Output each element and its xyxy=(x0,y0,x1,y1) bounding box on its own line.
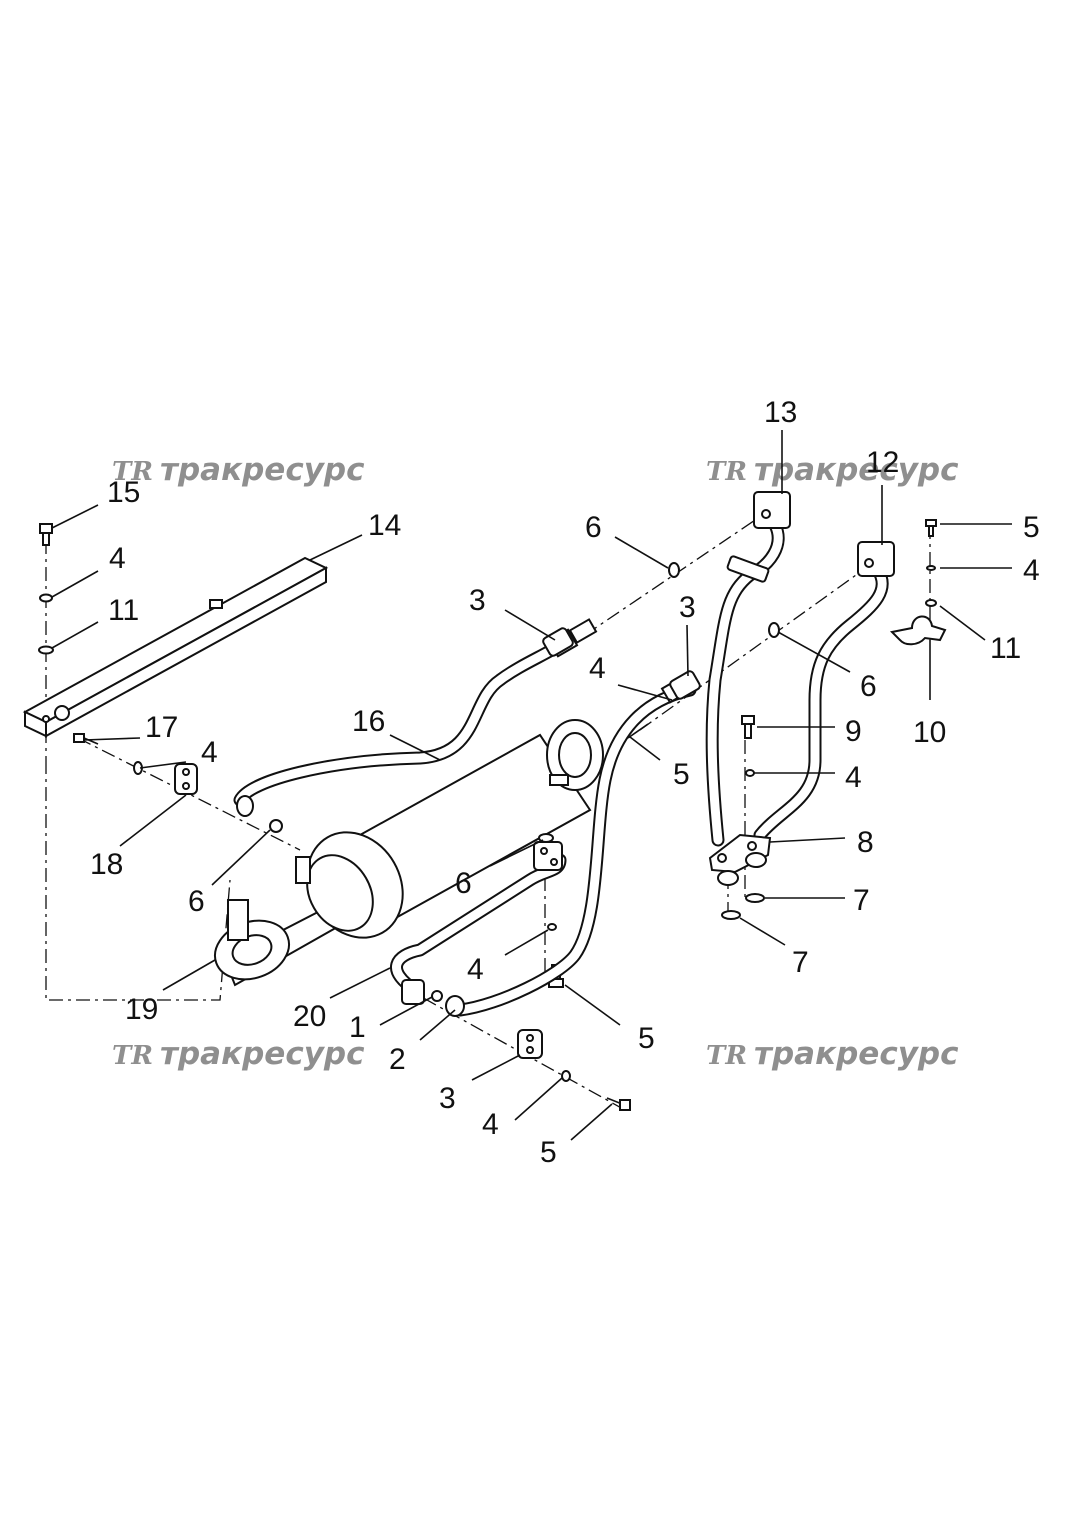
watermark: TR тракресурс xyxy=(706,452,959,488)
part-label: 10 xyxy=(913,716,946,749)
flange-3 xyxy=(669,670,701,700)
o-ring-7 xyxy=(721,910,741,920)
part-label: 7 xyxy=(853,884,870,917)
part-label: 11 xyxy=(990,632,1021,665)
part-label: 4 xyxy=(1023,554,1040,587)
o-ring-6 xyxy=(768,622,780,638)
part-label: 6 xyxy=(585,511,602,544)
o-ring-7 xyxy=(745,893,765,903)
part-label: 15 xyxy=(107,476,140,509)
watermark: TR тракресурс xyxy=(112,1036,365,1072)
part-label: 4 xyxy=(845,761,862,794)
flange-8 xyxy=(708,833,772,886)
watermark-logo: TR xyxy=(706,1041,747,1071)
clamp-10 xyxy=(889,615,947,646)
tube-20 xyxy=(390,841,567,1005)
washer-4 xyxy=(547,923,557,931)
part-label: 16 xyxy=(352,705,385,738)
part-label: 13 xyxy=(764,396,797,429)
part-label: 4 xyxy=(109,542,126,575)
o-ring-6 xyxy=(269,819,283,833)
part-label: 5 xyxy=(673,758,690,791)
part-label: 2 xyxy=(389,1043,406,1076)
tube-13 xyxy=(705,491,791,847)
part-label: 14 xyxy=(368,509,401,542)
part-label: 7 xyxy=(792,946,809,979)
watermark-text: тракресурс xyxy=(160,452,365,488)
part-label: 3 xyxy=(439,1082,456,1115)
part-label: 11 xyxy=(108,594,139,627)
part-label: 12 xyxy=(866,446,899,479)
part-label: 4 xyxy=(589,652,606,685)
bolt-5 xyxy=(606,1097,631,1111)
tube-12 xyxy=(753,541,895,842)
watermark-logo: TR xyxy=(112,1041,153,1071)
watermark-logo: TR xyxy=(112,457,153,487)
flange-3 xyxy=(542,627,574,657)
part-label: 5 xyxy=(638,1022,655,1055)
washer-4 xyxy=(561,1070,571,1082)
flange-3 xyxy=(517,1029,543,1059)
bolt-15 xyxy=(39,523,53,546)
washer-4 xyxy=(926,565,936,571)
bolt-5 xyxy=(925,519,937,537)
part-label: 18 xyxy=(90,848,123,881)
watermark: TR тракресурс xyxy=(112,452,365,488)
part-label: 8 xyxy=(857,826,874,859)
part-label: 4 xyxy=(467,953,484,986)
washer-11 xyxy=(925,599,937,607)
watermark: TR тракресурс xyxy=(706,1036,959,1072)
o-ring-1 xyxy=(431,990,443,1002)
part-label: 1 xyxy=(349,1011,366,1044)
bolt-5 xyxy=(627,723,649,739)
bolt-17 xyxy=(73,733,99,745)
o-ring-6 xyxy=(668,562,680,578)
washer-4 xyxy=(745,769,755,777)
part-label: 6 xyxy=(860,670,877,703)
watermark-logo: TR xyxy=(706,457,747,487)
washer-4 xyxy=(39,593,53,603)
watermark-text: тракресурс xyxy=(160,1036,365,1072)
leader-lines xyxy=(51,430,1012,1141)
mounting-bracket xyxy=(22,556,329,738)
part-label: 6 xyxy=(188,885,205,918)
part-label: 3 xyxy=(469,584,486,617)
watermark-text: тракресурс xyxy=(754,452,959,488)
watermark-text: тракресурс xyxy=(754,1036,959,1072)
part-label: 20 xyxy=(293,1000,326,1033)
part-label: 5 xyxy=(1023,511,1040,544)
part-label: 17 xyxy=(145,711,178,744)
hydraulic-cylinder xyxy=(214,719,604,987)
part-label: 19 xyxy=(125,993,158,1026)
part-label: 9 xyxy=(845,715,862,748)
part-label: 5 xyxy=(540,1136,557,1169)
part-label: 6 xyxy=(455,867,472,900)
part-label: 3 xyxy=(679,591,696,624)
washer-11 xyxy=(38,645,54,655)
flange-18 xyxy=(174,763,198,795)
part-labels: 1 2 3 3 3 4 4 4 4 4 4 4 5 5 5 5 6 6 6 6 … xyxy=(90,396,1040,1169)
bolt-9 xyxy=(741,715,755,739)
part-label: 4 xyxy=(201,736,218,769)
part-label: 4 xyxy=(482,1108,499,1141)
